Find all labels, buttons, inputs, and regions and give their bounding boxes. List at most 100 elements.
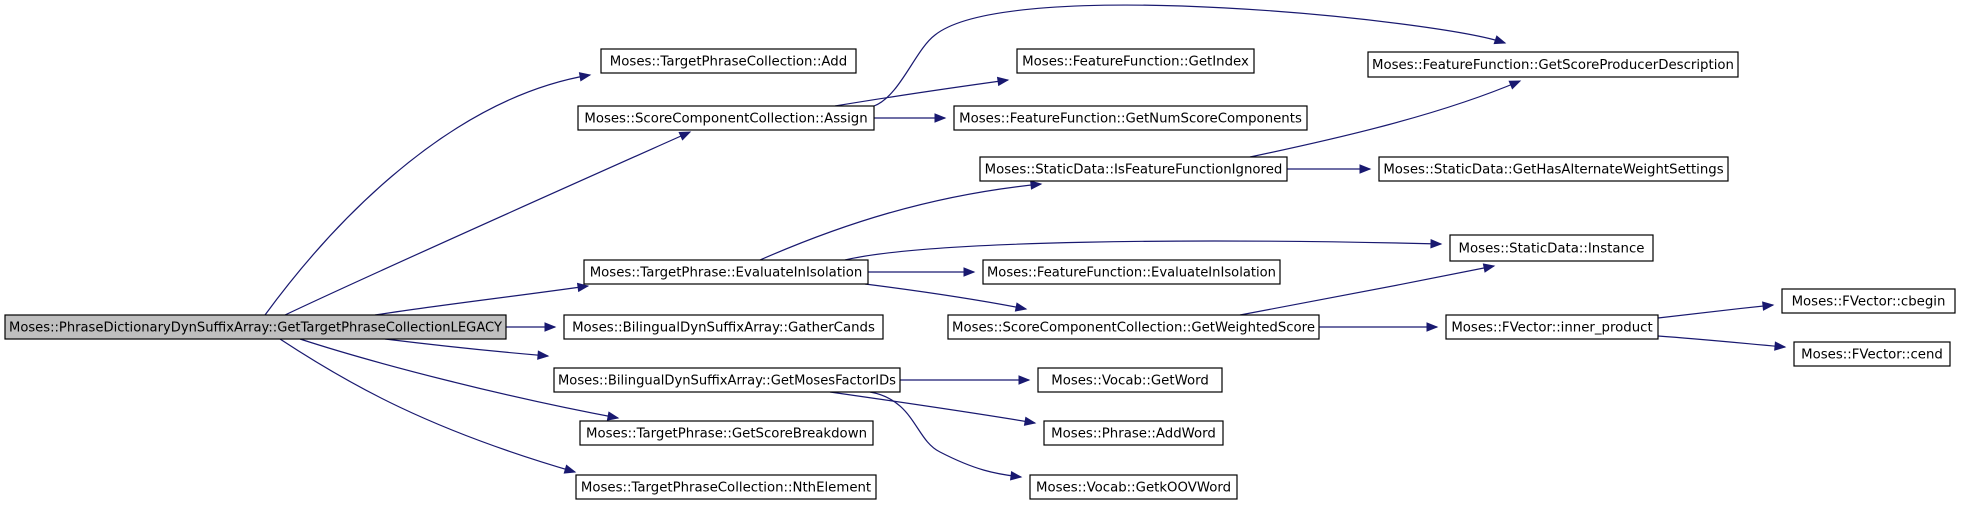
edge-line [864, 283, 1027, 310]
function-node-vocab-oov[interactable]: Moses::Vocab::GetkOOVWord [1029, 474, 1238, 500]
edge-arrowhead [1493, 35, 1507, 45]
edge-arrowhead [1023, 416, 1037, 426]
edge-arrowhead [1426, 322, 1439, 332]
edge-arrowhead [1430, 239, 1443, 249]
node-box [947, 314, 1320, 340]
function-node-ff-eval[interactable]: Moses::FeatureFunction::EvaluateInIsolat… [982, 259, 1281, 285]
edge-arrowhead [537, 350, 550, 360]
node-label: Moses::TargetPhrase::GetScoreBreakdown [586, 427, 867, 442]
edge-line [1249, 80, 1521, 158]
edge-scc_assign-to-ff_index [834, 76, 1010, 107]
node-label: Moses::Vocab::GetkOOVWord [1036, 481, 1231, 496]
function-node-tp-eval[interactable]: Moses::TargetPhrase::EvaluateInIsolation [583, 259, 869, 285]
edge-line [1239, 265, 1495, 316]
node-label: Moses::ScoreComponentCollection::GetWeig… [952, 321, 1315, 336]
function-node-ff-num[interactable]: Moses::FeatureFunction::GetNumScoreCompo… [953, 105, 1308, 131]
edge-arrowhead [563, 464, 577, 474]
edge-tp_eval-to-scc_weighted [864, 283, 1028, 312]
node-label: Moses::FeatureFunction::GetNumScoreCompo… [959, 112, 1302, 127]
edge-scc_assign-to-ff_num [874, 113, 947, 123]
edge-line [873, 4, 1506, 107]
edge-line [374, 285, 589, 316]
node-label: Moses::FVector::cend [1801, 348, 1943, 363]
node-box [979, 156, 1288, 182]
edge-scc_weighted-to-sd_instance [1239, 263, 1496, 316]
node-label: Moses::StaticData::Instance [1459, 242, 1645, 257]
node-box [579, 420, 874, 446]
edge-line [1657, 335, 1786, 348]
node-box [1016, 48, 1255, 74]
node-label: Moses::TargetPhrase::EvaluateInIsolation [590, 266, 863, 281]
function-node-bdsa-gather[interactable]: Moses::BilingualDynSuffixArray::GatherCa… [563, 314, 884, 340]
function-node-tpc-nth[interactable]: Moses::TargetPhraseCollection::NthElemen… [575, 474, 877, 500]
node-label: Moses::Phrase::AddWord [1051, 427, 1216, 442]
edge-scc_weighted-to-fv_inner [1319, 322, 1439, 332]
node-label: Moses::TargetPhraseCollection::Add [610, 55, 847, 70]
edge-fv_inner-to-fv_cend [1657, 335, 1787, 351]
edge-bdsa_factor-to-vocab_word [900, 375, 1031, 385]
edge-line [834, 79, 1009, 107]
node-box [1378, 156, 1729, 182]
edge-arrowhead [996, 76, 1010, 87]
edge-line [264, 74, 591, 316]
edge-line [299, 338, 619, 419]
edge-arrowhead [1018, 375, 1031, 385]
node-label: Moses::StaticData::GetHasAlternateWeight… [1383, 163, 1723, 178]
edge-arrowhead [963, 267, 976, 277]
function-node-bdsa-factor[interactable]: Moses::BilingualDynSuffixArray::GetMoses… [553, 367, 901, 393]
edge-arrowhead [1030, 180, 1043, 190]
node-box [575, 474, 877, 500]
edge-arrowhead [678, 131, 692, 141]
node-label: Moses::ScoreComponentCollection::Assign [584, 112, 867, 127]
function-node-scc-assign[interactable]: Moses::ScoreComponentCollection::Assign [577, 105, 875, 131]
node-box [583, 259, 869, 285]
function-node-fv-cend[interactable]: Moses::FVector::cend [1793, 341, 1951, 367]
edge-line [284, 131, 691, 316]
node-label: Moses::FVector::inner_product [1451, 321, 1652, 336]
edge-line [1657, 304, 1774, 319]
edge-arrowhead [1010, 471, 1023, 481]
function-node-vocab-word[interactable]: Moses::Vocab::GetWord [1037, 367, 1223, 393]
node-box [563, 314, 884, 340]
edge-root-to-bdsa_gather [506, 322, 557, 332]
root-function-node: Moses::PhraseDictionaryDynSuffixArray::G… [4, 314, 507, 340]
edge-line [384, 338, 549, 357]
edge-arrowhead [1482, 263, 1496, 273]
function-node-fv-cbegin[interactable]: Moses::FVector::cbegin [1781, 288, 1956, 314]
call-nodes: Moses::PhraseDictionaryDynSuffixArray::G… [4, 48, 1956, 500]
edge-arrowhead [1762, 301, 1775, 311]
function-node-tpc-add[interactable]: Moses::TargetPhraseCollection::Add [600, 48, 857, 74]
node-box [1029, 474, 1238, 500]
node-box [1367, 51, 1739, 78]
edge-root-to-tpc_add [264, 72, 592, 316]
function-node-sd-ignored[interactable]: Moses::StaticData::IsFeatureFunctionIgno… [979, 156, 1288, 182]
node-label: Moses::BilingualDynSuffixArray::GetMoses… [558, 374, 896, 389]
call-edges [264, 4, 1787, 481]
node-label: Moses::PhraseDictionaryDynSuffixArray::G… [9, 321, 503, 336]
function-node-ff-desc[interactable]: Moses::FeatureFunction::GetScoreProducer… [1367, 51, 1739, 78]
edge-line [829, 391, 1036, 424]
function-node-ff-index[interactable]: Moses::FeatureFunction::GetIndex [1016, 48, 1255, 74]
edge-line [844, 240, 1442, 261]
edge-arrowhead [1774, 341, 1787, 351]
function-node-fv-inner[interactable]: Moses::FVector::inner_product [1445, 314, 1659, 340]
function-node-sd-alt[interactable]: Moses::StaticData::GetHasAlternateWeight… [1378, 156, 1729, 182]
edge-arrowhead [1508, 80, 1522, 90]
node-box [1449, 234, 1654, 262]
function-node-tp-breakdown[interactable]: Moses::TargetPhrase::GetScoreBreakdown [579, 420, 874, 446]
edge-root-to-tp_breakdown [299, 338, 620, 421]
function-node-sd-instance[interactable]: Moses::StaticData::Instance [1449, 234, 1654, 262]
edge-root-to-bdsa_factor [384, 338, 550, 360]
edge-bdsa_factor-to-vocab_oov [869, 391, 1023, 481]
edge-sd_ignored-to-sd_alt [1287, 164, 1372, 174]
function-node-phrase-add[interactable]: Moses::Phrase::AddWord [1043, 420, 1224, 446]
node-box [1037, 367, 1223, 393]
node-box [553, 367, 901, 393]
function-node-scc-weighted[interactable]: Moses::ScoreComponentCollection::GetWeig… [947, 314, 1320, 340]
node-label: Moses::FVector::cbegin [1792, 295, 1946, 310]
node-box [1043, 420, 1224, 446]
node-label: Moses::FeatureFunction::EvaluateInIsolat… [987, 266, 1276, 281]
node-label: Moses::FeatureFunction::GetScoreProducer… [1372, 58, 1734, 73]
node-label: Moses::Vocab::GetWord [1051, 374, 1209, 389]
